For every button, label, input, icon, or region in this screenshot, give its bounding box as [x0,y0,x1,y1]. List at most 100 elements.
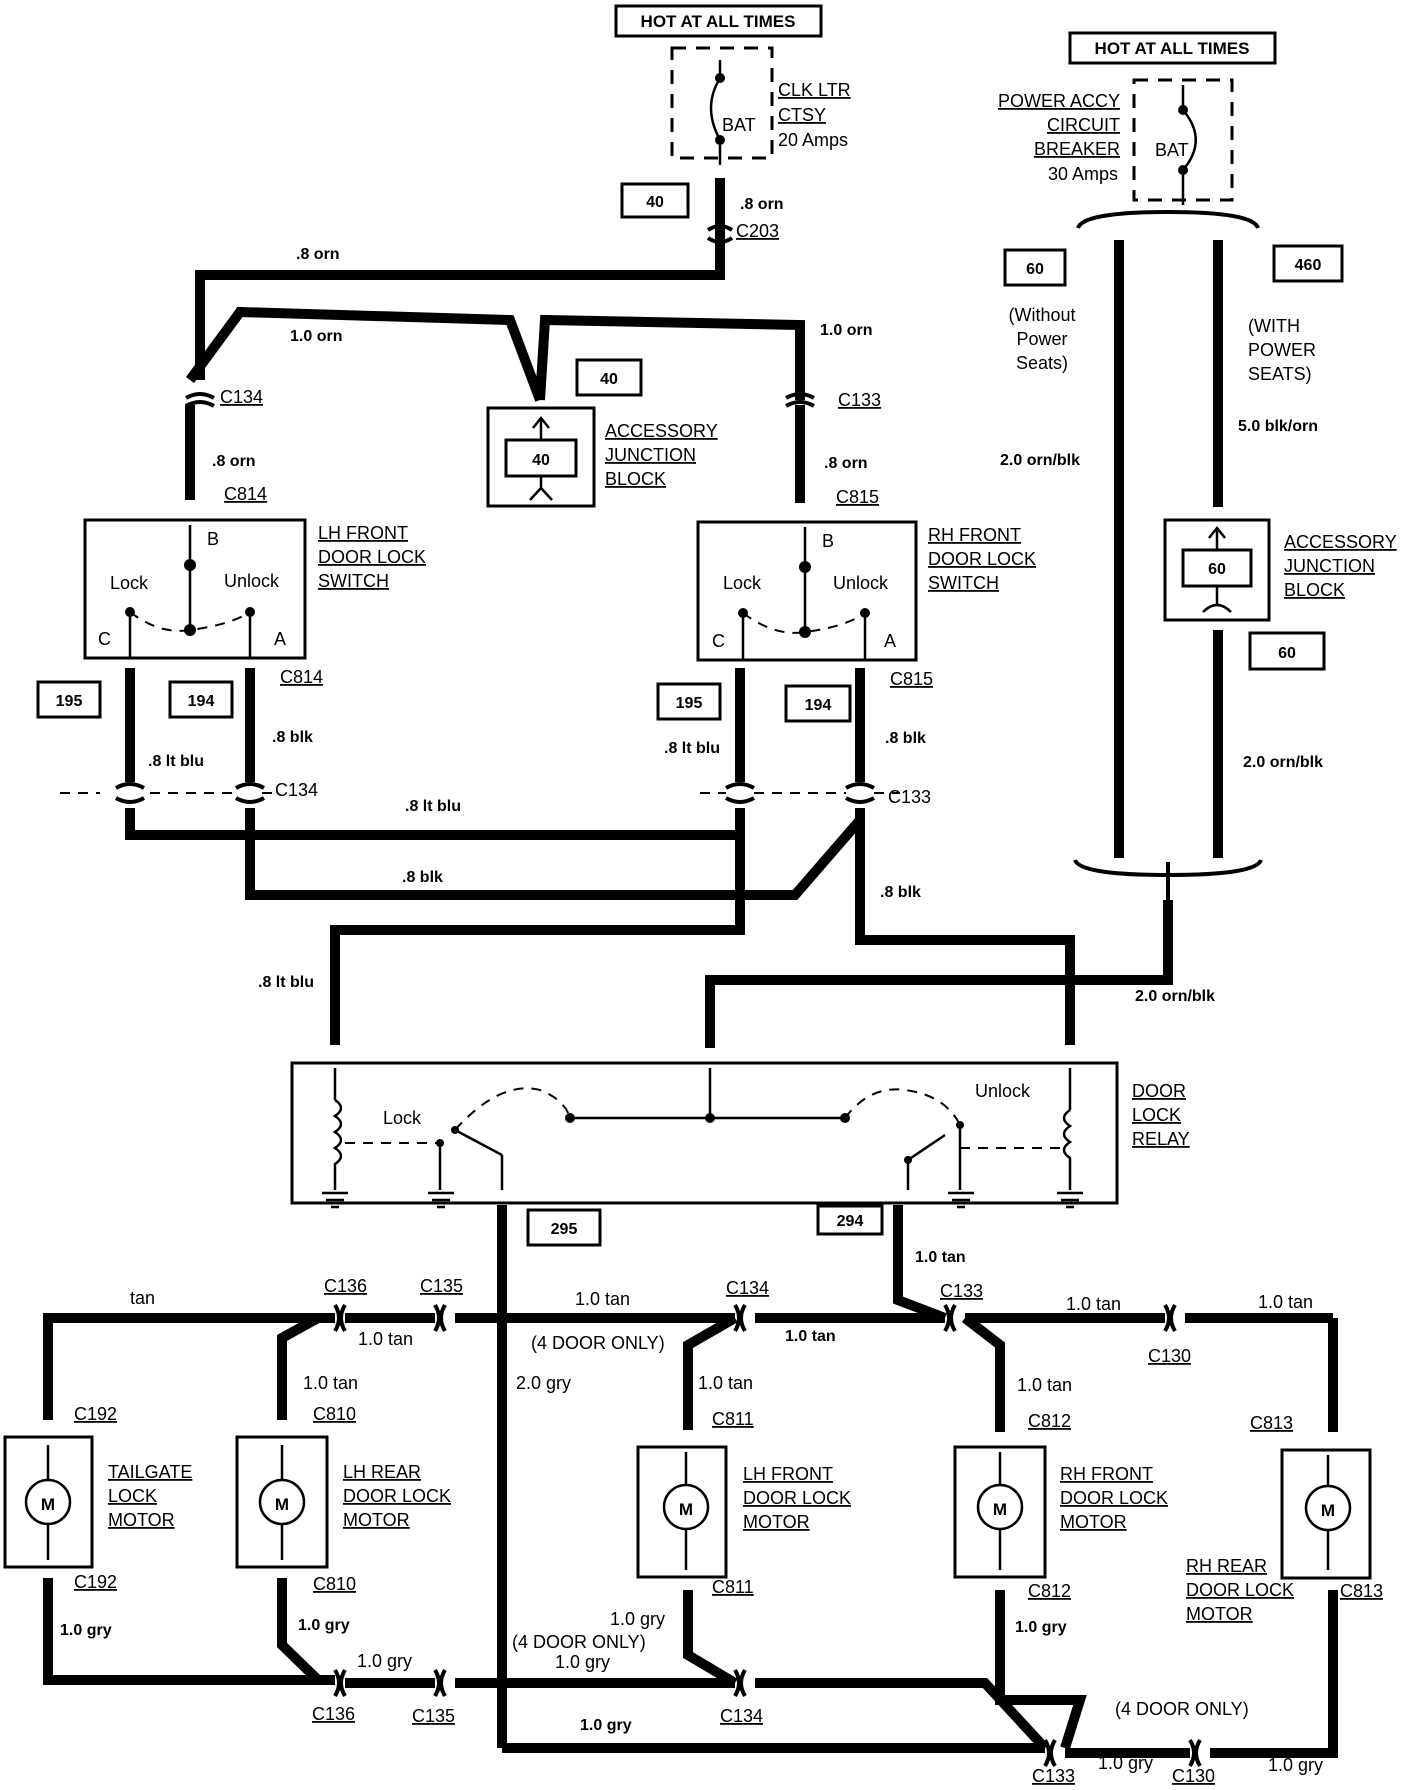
switch-name-line: DOOR LOCK [928,549,1036,569]
motor-name-line: DOOR LOCK [743,1488,851,1508]
wire-label: 1.0 tan [303,1373,358,1393]
wire-label: 2.0 orn/blk [1000,452,1080,469]
junction-block-60: 60 ACCESSORY JUNCTION BLOCK [1163,518,1397,622]
connector-label: C135 [412,1706,455,1726]
connector-label: C136 [324,1276,367,1296]
switch-terminal-b: B [207,529,219,549]
connector-label: C812 [1028,1411,1071,1431]
wire-label: 1.0 tan [1258,1292,1313,1312]
wire-label: 1.0 tan [785,1328,836,1345]
junction-block-40: 40 ACCESSORY JUNCTION BLOCK [486,406,718,508]
motor-name-line: DOOR LOCK [1060,1488,1168,1508]
wire-label: 5.0 blk/orn [1238,418,1318,435]
switch-name-line: DOOR LOCK [318,547,426,567]
switch-terminal-a: A [884,631,896,651]
connector-label: C810 [313,1574,356,1594]
lh-front-door-lock-switch: B Lock Unlock C A LH FRONT DOOR LOCK SWI… [83,518,426,660]
wires [43,178,1338,1758]
wire-label: Seats) [1016,353,1068,373]
wire-label: 1.0 gry [580,1717,632,1734]
wire-label: tan [130,1288,155,1308]
circuit-box: 40 [600,371,618,388]
connector-labels: C203 C134 C133 C814 C815 C814 C815 C134 … [74,221,1383,1786]
motor-name-line: DOOR LOCK [1186,1580,1294,1600]
switch-name-line: SWITCH [318,571,389,591]
circuit-box: 294 [837,1213,864,1230]
junction-label: ACCESSORY [605,421,718,441]
wire-label: 1.0 orn [290,328,342,345]
breaker-name-line: CIRCUIT [1047,115,1120,135]
motor-symbol: M [679,1500,693,1519]
wire-label: 1.0 gry [1098,1753,1153,1773]
connector-label: C815 [836,487,879,507]
circuit-box: 195 [676,695,703,712]
wire-label: .8 orn [824,455,868,472]
connector-label: C133 [1032,1766,1075,1786]
connector-label: C136 [312,1704,355,1724]
motor-name-line: MOTOR [108,1510,175,1530]
switch-unlock-label: Unlock [224,571,280,591]
circuit-box: 195 [56,693,83,710]
fuse-name-line: CLK LTR [778,80,851,100]
hot-at-all-times-label-1 [614,4,823,38]
rh-rear-door-lock-motor: M RH REAR DOOR LOCK MOTOR [1186,1448,1372,1624]
wire-label: 1.0 gry [1015,1619,1067,1636]
switch-name-line: SWITCH [928,573,999,593]
wire-label: .8 orn [296,246,340,263]
circuit-box: 460 [1295,257,1322,274]
wire-label: 1.0 orn [820,322,872,339]
motor-symbol: M [993,1500,1007,1519]
motor-name-line: LOCK [108,1486,157,1506]
wire-label: 1.0 tan [358,1329,413,1349]
wire-label: .8 lt blu [405,798,461,815]
connector-glyphs [60,209,1263,1768]
switch-name-line: LH FRONT [318,523,408,543]
connector-label: C812 [1028,1581,1071,1601]
connector-label: C192 [74,1572,117,1592]
junction-inner: 40 [532,452,550,469]
wire-label: 1.0 tan [1066,1294,1121,1314]
wire-label: 1.0 gry [555,1652,610,1672]
relay-name-line: DOOR [1132,1081,1186,1101]
switch-terminal-c: C [712,631,725,651]
wire-label: .8 lt blu [258,974,314,991]
switch-terminal-b: B [822,531,834,551]
motor-name-line: TAILGATE [108,1462,192,1482]
wire-label: (4 DOOR ONLY) [531,1333,665,1353]
hot-at-all-times-label-2 [1068,31,1277,65]
switch-terminal-c: C [98,629,111,649]
junction-label: JUNCTION [1284,556,1375,576]
connector-label: C814 [224,484,267,504]
junction-inner: 60 [1208,561,1226,578]
wire-label: 2.0 orn/blk [1243,754,1323,771]
motor-symbol: M [275,1495,289,1514]
connector-label: C133 [838,390,881,410]
circuit-box: 60 [1278,645,1296,662]
wire-label: Power [1016,329,1067,349]
switch-name-line: RH FRONT [928,525,1021,545]
circuit-box: 194 [188,693,215,710]
connector-label: C130 [1172,1766,1215,1786]
bat-text-2: BAT [1155,140,1189,160]
connector-label: C813 [1250,1413,1293,1433]
connector-label: C192 [74,1404,117,1424]
rh-front-door-lock-switch: B Lock Unlock C A RH FRONT DOOR LOCK SWI… [696,520,1036,662]
connector-label: C133 [940,1281,983,1301]
connector-label: C133 [888,787,931,807]
circuit-box: 295 [551,1221,578,1238]
connector-label: C130 [1148,1346,1191,1366]
fuse-rating: 20 Amps [778,130,848,150]
wire-label: (4 DOOR ONLY) [1115,1699,1249,1719]
switch-unlock-label: Unlock [833,573,889,593]
wire-label: 2.0 orn/blk [1135,988,1215,1005]
wire-label: .8 orn [212,453,256,470]
wire-label: .8 blk [402,869,443,886]
rh-front-door-lock-motor: M RH FRONT DOOR LOCK MOTOR [953,1445,1168,1579]
wire-label: 2.0 gry [516,1373,571,1393]
connector-label: C811 [712,1409,754,1429]
wire-label: .8 blk [885,730,926,747]
wire-label: 1.0 gry [357,1651,412,1671]
wire-label: 1.0 gry [610,1609,665,1629]
wire-label: 1.0 tan [915,1249,966,1266]
wire-label: .8 lt blu [664,740,720,757]
